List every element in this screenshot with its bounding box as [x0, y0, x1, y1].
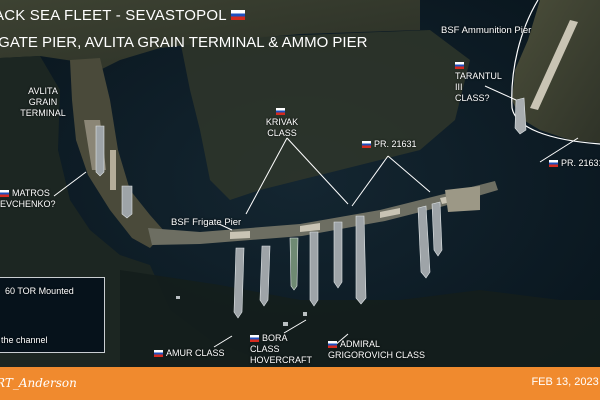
russian-flag-icon — [230, 10, 245, 20]
ammunition-pier-jetty — [530, 20, 578, 110]
russian-flag-icon — [276, 108, 285, 115]
label-pr21631-inset: PR. 21631 — [549, 158, 600, 169]
annotation-lines — [53, 85, 579, 348]
russian-flag-icon — [328, 341, 337, 348]
capture-date: FEB 13, 2023 07 — [531, 376, 600, 388]
label-tarantul-class: TARANTUL III CLASS? — [455, 60, 502, 104]
label-bsf-frigate-pier: BSF Frigate Pier — [171, 217, 242, 228]
author-credit: RT_Anderson — [0, 376, 77, 390]
shoreline-top-middle — [180, 30, 470, 200]
shoreline-top-left — [0, 0, 420, 70]
label-matros-shevchenko: MATROS EVCHENKO? — [0, 188, 56, 209]
label-pr21631-main: PR. 21631 — [362, 139, 417, 150]
label-amur-class: AMUR CLASS — [154, 348, 225, 359]
map-title-line1: ACK SEA FLEET - SEVASTOPOL — [0, 7, 248, 24]
inset-top-text: 60 TOR Mounted — [5, 286, 74, 296]
ammunition-pier-outline — [511, 0, 600, 145]
russian-flag-icon — [250, 335, 259, 342]
russian-flag-icon — [362, 141, 371, 148]
avlita-peninsula — [70, 58, 165, 248]
footer-bar: RT_Anderson FEB 13, 2023 07 — [0, 367, 600, 400]
russian-flag-icon — [549, 160, 558, 167]
ship-wakes — [176, 296, 307, 326]
frigate-pier-end — [445, 186, 480, 212]
russian-flag-icon — [455, 62, 464, 69]
label-bsf-ammunition-pier: BSF Ammunition Pier — [441, 25, 532, 36]
detail-inset-box: 60 TOR Mounted the channel — [0, 277, 105, 353]
label-bora-class-hovercraft: BORA CLASS HOVERCRAFT — [250, 333, 313, 365]
russian-flag-icon — [0, 190, 9, 197]
map-title-line2: IGATE PIER, AVLITA GRAIN TERMINAL & AMMO… — [0, 34, 368, 51]
label-avlita-grain-terminal: AVLITA GRAIN TERMINAL — [20, 86, 66, 118]
label-admiral-grigorovich-class: ADMIRAL GRIGOROVICH CLASS — [328, 339, 426, 360]
frigate-pier-quay — [148, 181, 498, 245]
russian-flag-icon — [154, 350, 163, 357]
inset-bottom-text: the channel — [1, 335, 48, 345]
ammo-pier-ship — [514, 97, 527, 135]
grain-terminal-building — [110, 150, 116, 190]
label-krivak-class: KRIVAK CLASS — [262, 106, 302, 139]
moored-ships — [95, 125, 443, 319]
